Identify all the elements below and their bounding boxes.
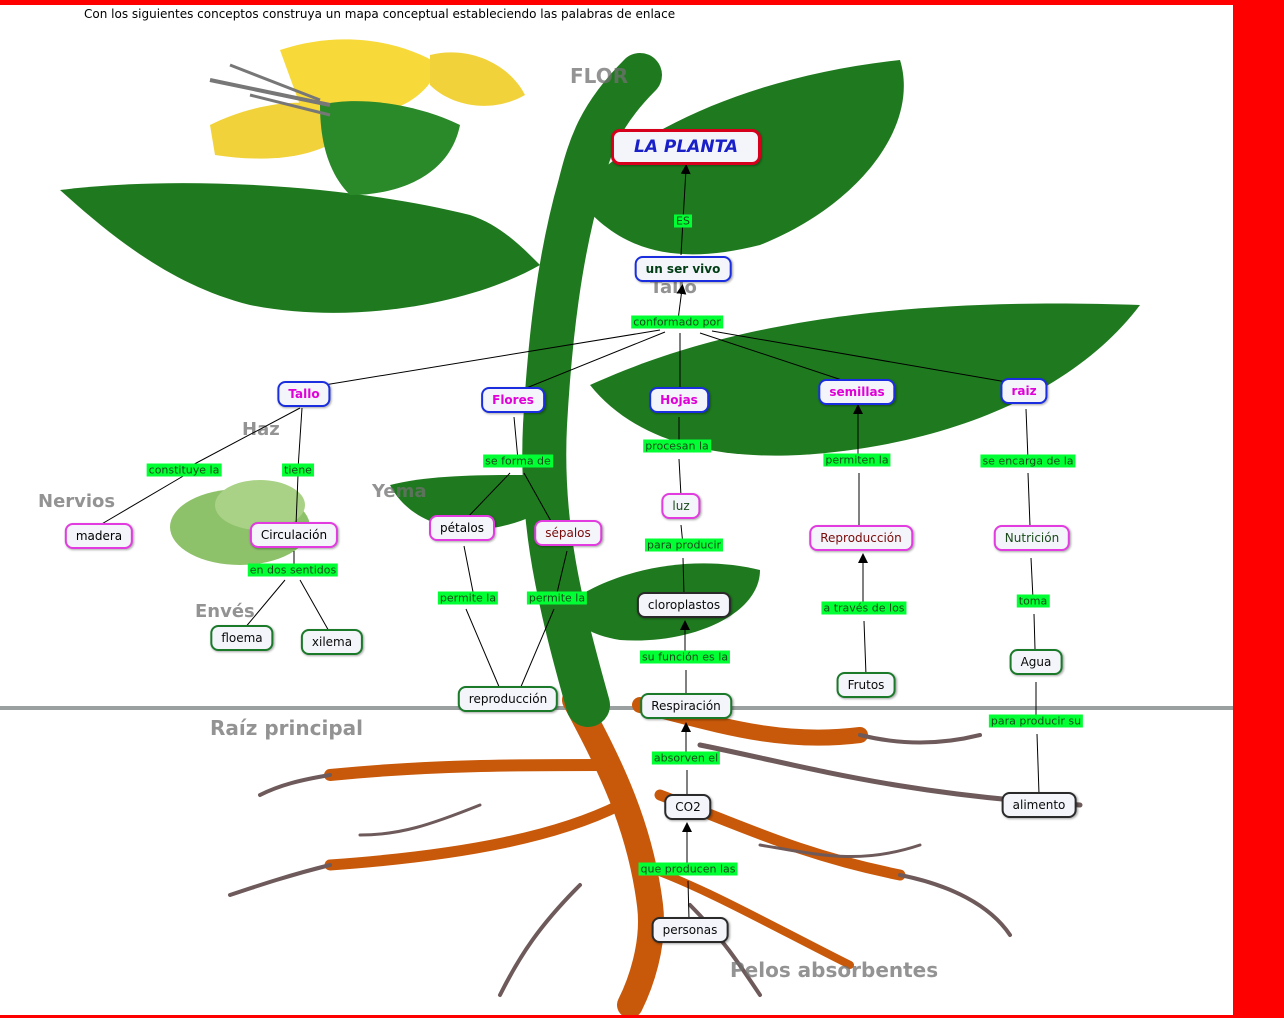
node-hojas[interactable]: Hojas bbox=[649, 387, 709, 413]
node-semillas[interactable]: semillas bbox=[818, 379, 896, 405]
bg-label-nervios: Nervios bbox=[38, 491, 115, 512]
link-label-permiten-la[interactable]: permiten la bbox=[823, 453, 891, 467]
link-label-conformado-por[interactable]: conformado por bbox=[631, 315, 723, 329]
connector-lines bbox=[99, 164, 1040, 920]
node-reproduccion-semillas[interactable]: Reproducción bbox=[809, 525, 913, 551]
flower bbox=[209, 39, 525, 195]
link-label-permite-la-2[interactable]: permite la bbox=[526, 591, 588, 605]
link-label-para-producir[interactable]: para producir bbox=[644, 538, 724, 552]
leaves bbox=[60, 60, 1140, 641]
node-tallo[interactable]: Tallo bbox=[277, 381, 331, 407]
link-label-es[interactable]: ES bbox=[674, 214, 692, 228]
bg-label-raiz-principal: Raíz principal bbox=[210, 716, 363, 740]
bg-label-enves: Envés bbox=[195, 601, 255, 622]
node-reproduccion[interactable]: reproducción bbox=[457, 686, 559, 712]
node-sepalos[interactable]: sépalos bbox=[534, 520, 602, 546]
node-floema[interactable]: floema bbox=[210, 625, 274, 651]
link-label-se-encarga-de-la[interactable]: se encarga de la bbox=[980, 454, 1076, 468]
node-ser-vivo[interactable]: un ser vivo bbox=[634, 256, 732, 282]
node-co2[interactable]: CO2 bbox=[664, 794, 712, 820]
link-label-en-dos-sentidos[interactable]: en dos sentidos bbox=[247, 563, 339, 577]
node-petalos[interactable]: pétalos bbox=[429, 515, 495, 541]
link-label-para-producir-su[interactable]: para producir su bbox=[988, 714, 1084, 728]
link-label-tiene[interactable]: tiene bbox=[282, 463, 314, 477]
main-root bbox=[562, 687, 664, 1015]
link-label-permite-la-1[interactable]: permite la bbox=[437, 591, 499, 605]
link-label-constituye-la[interactable]: constituye la bbox=[146, 463, 222, 477]
leaf-small-left bbox=[390, 475, 535, 530]
node-xilema[interactable]: xilema bbox=[300, 629, 364, 655]
instructions-text: Con los siguientes conceptos construya u… bbox=[84, 7, 676, 21]
node-flores[interactable]: Flores bbox=[481, 387, 545, 413]
concept-map-canvas: FLOR Tallo Haz Nervios Yema Envés Raíz p… bbox=[0, 5, 1233, 1015]
link-label-procesan-la[interactable]: procesan la bbox=[643, 439, 711, 453]
node-alimento[interactable]: alimento bbox=[1001, 792, 1077, 818]
node-cloroplastos[interactable]: cloroplastos bbox=[636, 592, 732, 618]
link-label-toma[interactable]: toma bbox=[1016, 594, 1050, 608]
link-label-absorven-el[interactable]: absorven el bbox=[651, 751, 721, 765]
bg-label-yema: Yema bbox=[371, 481, 427, 502]
link-label-se-forma-de[interactable]: se forma de bbox=[483, 454, 553, 468]
node-raiz[interactable]: raiz bbox=[1000, 378, 1048, 404]
link-label-su-funcion-es-la[interactable]: su función es la bbox=[639, 650, 731, 664]
node-madera[interactable]: madera bbox=[64, 523, 134, 549]
link-label-que-producen-las[interactable]: que producen las bbox=[638, 862, 738, 876]
node-agua[interactable]: Agua bbox=[1009, 649, 1063, 675]
stem bbox=[522, 53, 662, 727]
plant-illustration: FLOR Tallo Haz Nervios Yema Envés Raíz p… bbox=[0, 39, 1233, 1015]
node-nutricion[interactable]: Nutrición bbox=[993, 525, 1071, 551]
node-frutos[interactable]: Frutos bbox=[836, 672, 896, 698]
bg-label-pelos-absorbentes: Pelos absorbentes bbox=[730, 958, 938, 982]
link-label-a-traves-de-los[interactable]: a través de los bbox=[821, 601, 907, 615]
node-respiracion[interactable]: Respiración bbox=[640, 693, 732, 719]
leaf-left bbox=[60, 183, 540, 313]
bg-label-flor: FLOR bbox=[570, 64, 628, 88]
node-luz[interactable]: luz bbox=[661, 493, 701, 519]
soil-line bbox=[0, 706, 1233, 710]
node-circulacion[interactable]: Circulación bbox=[249, 522, 339, 548]
node-personas[interactable]: personas bbox=[651, 917, 729, 943]
node-la-planta[interactable]: LA PLANTA bbox=[610, 129, 762, 165]
